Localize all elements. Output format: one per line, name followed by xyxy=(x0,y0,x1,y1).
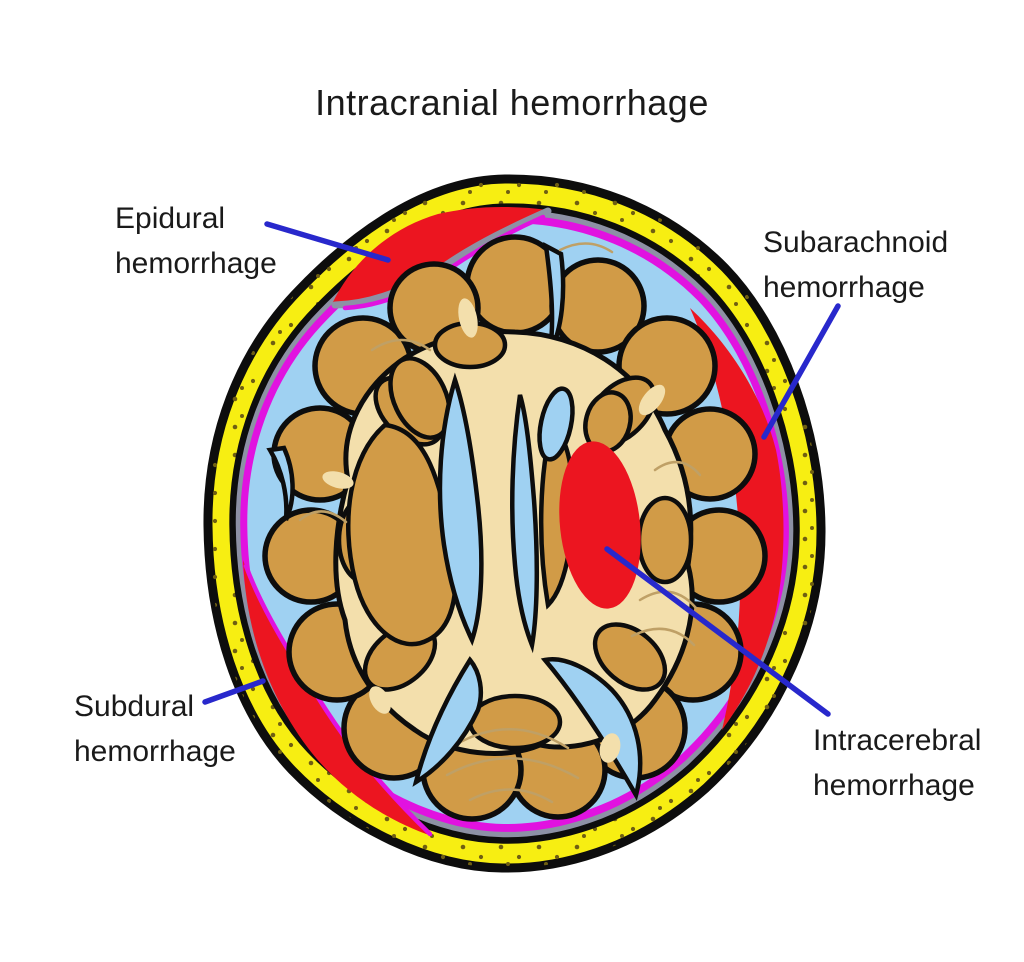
label-line: hemorrhage xyxy=(115,247,277,280)
deep-gray-structures xyxy=(346,356,633,647)
epidural-pointer-line xyxy=(264,221,391,263)
label-subarachnoid-hemorrhage: Subarachnoid hemorrhage xyxy=(763,220,948,310)
subarachnoid-pointer-line xyxy=(761,303,841,440)
label-subdural-hemorrhage: Subdural hemorrhage xyxy=(74,684,236,774)
intracerebral-hemorrhage-region xyxy=(559,441,641,609)
sulci-texture-lines xyxy=(298,242,702,804)
subdural-hemorrhage-region xyxy=(243,560,433,837)
label-line: Epidural xyxy=(115,202,226,235)
intracerebral-pointer-line xyxy=(604,546,831,717)
pointer-lines xyxy=(202,221,841,717)
lateral-ventricles xyxy=(412,372,643,801)
label-line: Subdural xyxy=(74,690,195,723)
label-line: hemorrhage xyxy=(763,271,925,304)
figure-title: Intracranial hemorrhage xyxy=(315,82,709,123)
subarachnoid-hemorrhage-region xyxy=(690,308,784,730)
label-line: hemorrhage xyxy=(74,735,236,768)
label-epidural-hemorrhage: Epidural hemorrhage xyxy=(115,196,277,286)
subdural-pointer-line xyxy=(202,678,266,705)
label-line: Subarachnoid xyxy=(763,226,949,259)
white-matter-fingers xyxy=(322,298,666,763)
label-intracerebral-hemorrhage: Intracerebral hemorrhage xyxy=(813,718,981,808)
label-line: Intracerebral xyxy=(813,724,982,757)
label-line: hemorrhage xyxy=(813,769,975,802)
